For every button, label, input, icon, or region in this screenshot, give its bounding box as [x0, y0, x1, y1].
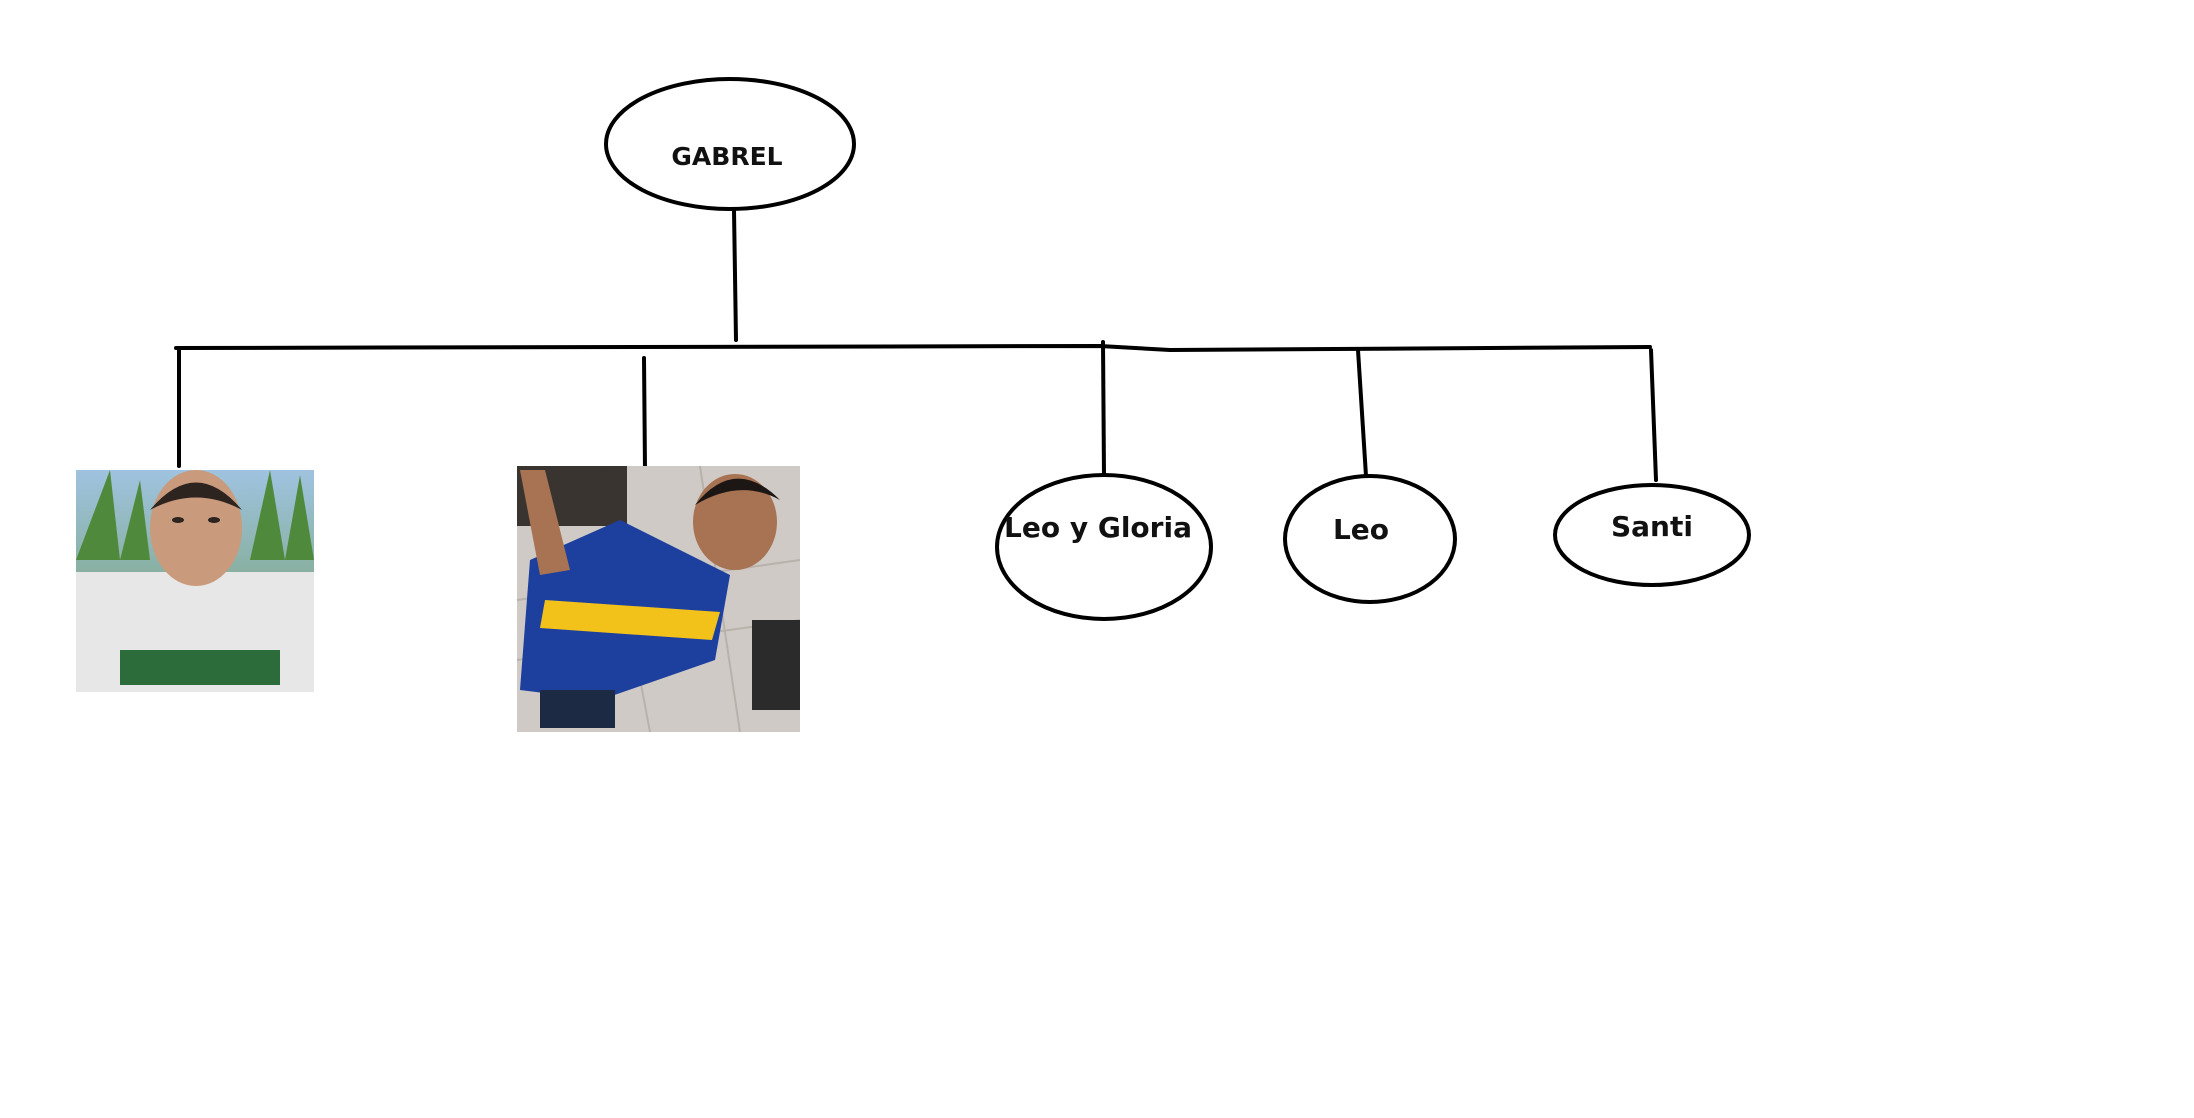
child-photo-1	[76, 470, 314, 692]
child-node-leo: Leo	[1283, 474, 1457, 604]
child-ellipse-4	[1283, 474, 1457, 604]
photo-2-hair	[695, 478, 780, 505]
child-ellipse-5	[1553, 483, 1751, 587]
root-ellipse	[604, 77, 856, 211]
sibling-bar-line	[174, 343, 1652, 353]
photo-2-jersey-stripe	[540, 600, 720, 640]
photo-1-hair	[150, 482, 242, 510]
photo-1-foliage	[76, 470, 314, 560]
root-label: GABREL	[671, 142, 782, 171]
photo-2-legs	[540, 690, 615, 728]
drop-line-4	[1356, 348, 1368, 478]
drop-line-5	[1649, 348, 1658, 482]
photo-2-dark-object	[752, 620, 800, 710]
child-node-santi: Santi	[1553, 483, 1751, 587]
child-ellipse-3	[995, 473, 1213, 621]
root-node: GABREL	[604, 77, 856, 211]
photo-2-face	[693, 474, 777, 570]
child-photo-2	[516, 465, 801, 733]
photo-1-shirt-print	[120, 650, 280, 685]
child-node-leo-y-gloria: Leo y Gloria	[995, 473, 1213, 621]
connectors	[174, 208, 1658, 482]
photo-1-eye-left	[172, 517, 184, 523]
child-label-5: Santi	[1611, 510, 1693, 543]
child-label-3: Leo y Gloria	[1004, 511, 1192, 544]
root-stem-line	[732, 208, 738, 342]
drop-line-2	[642, 356, 647, 472]
photo-1-eye-right	[208, 517, 220, 523]
child-label-4: Leo	[1333, 513, 1389, 546]
drop-line-3	[1101, 340, 1106, 478]
photo-2-arm	[520, 470, 570, 575]
